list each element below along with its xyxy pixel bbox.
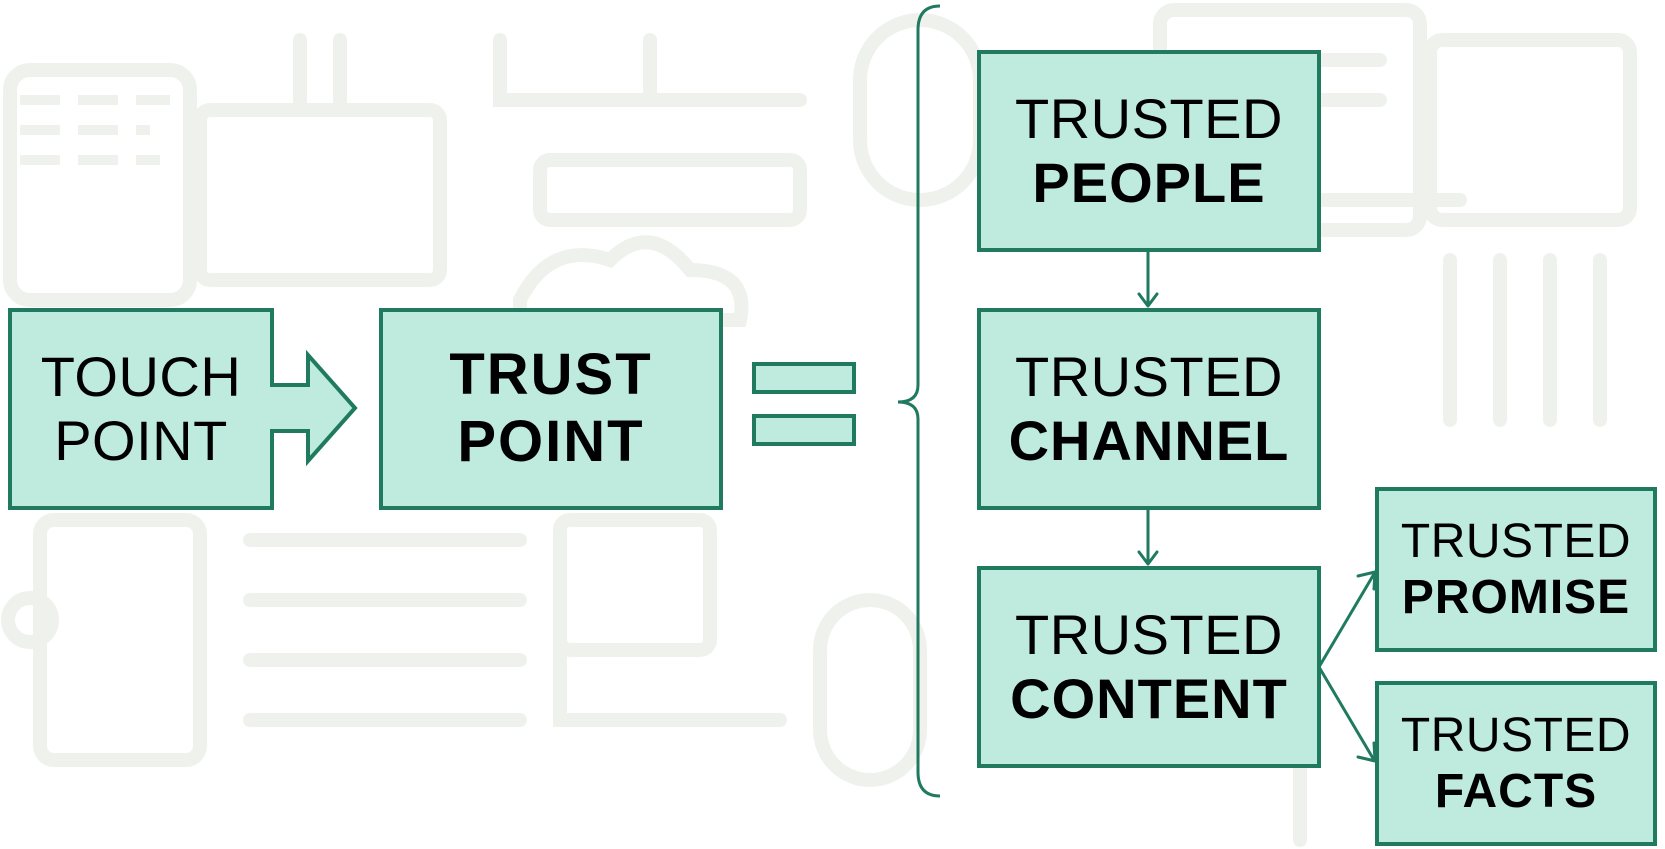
trusted-channel-box [977, 308, 1321, 510]
curly-brace [897, 4, 941, 798]
trusted-promise-box [1375, 487, 1657, 652]
channel-to-content-arrow [1137, 506, 1159, 566]
trusted-facts-box [1375, 681, 1657, 846]
trusted-people-box [977, 50, 1321, 252]
touch-point-arrow-shape [8, 308, 358, 510]
people-to-channel-arrow [1137, 248, 1159, 308]
content-to-promise-arrow [1317, 570, 1377, 669]
trusted-content-box [977, 566, 1321, 768]
content-to-facts-arrow [1317, 665, 1377, 763]
equals-sign [752, 362, 856, 456]
trust-point-box [379, 308, 723, 510]
